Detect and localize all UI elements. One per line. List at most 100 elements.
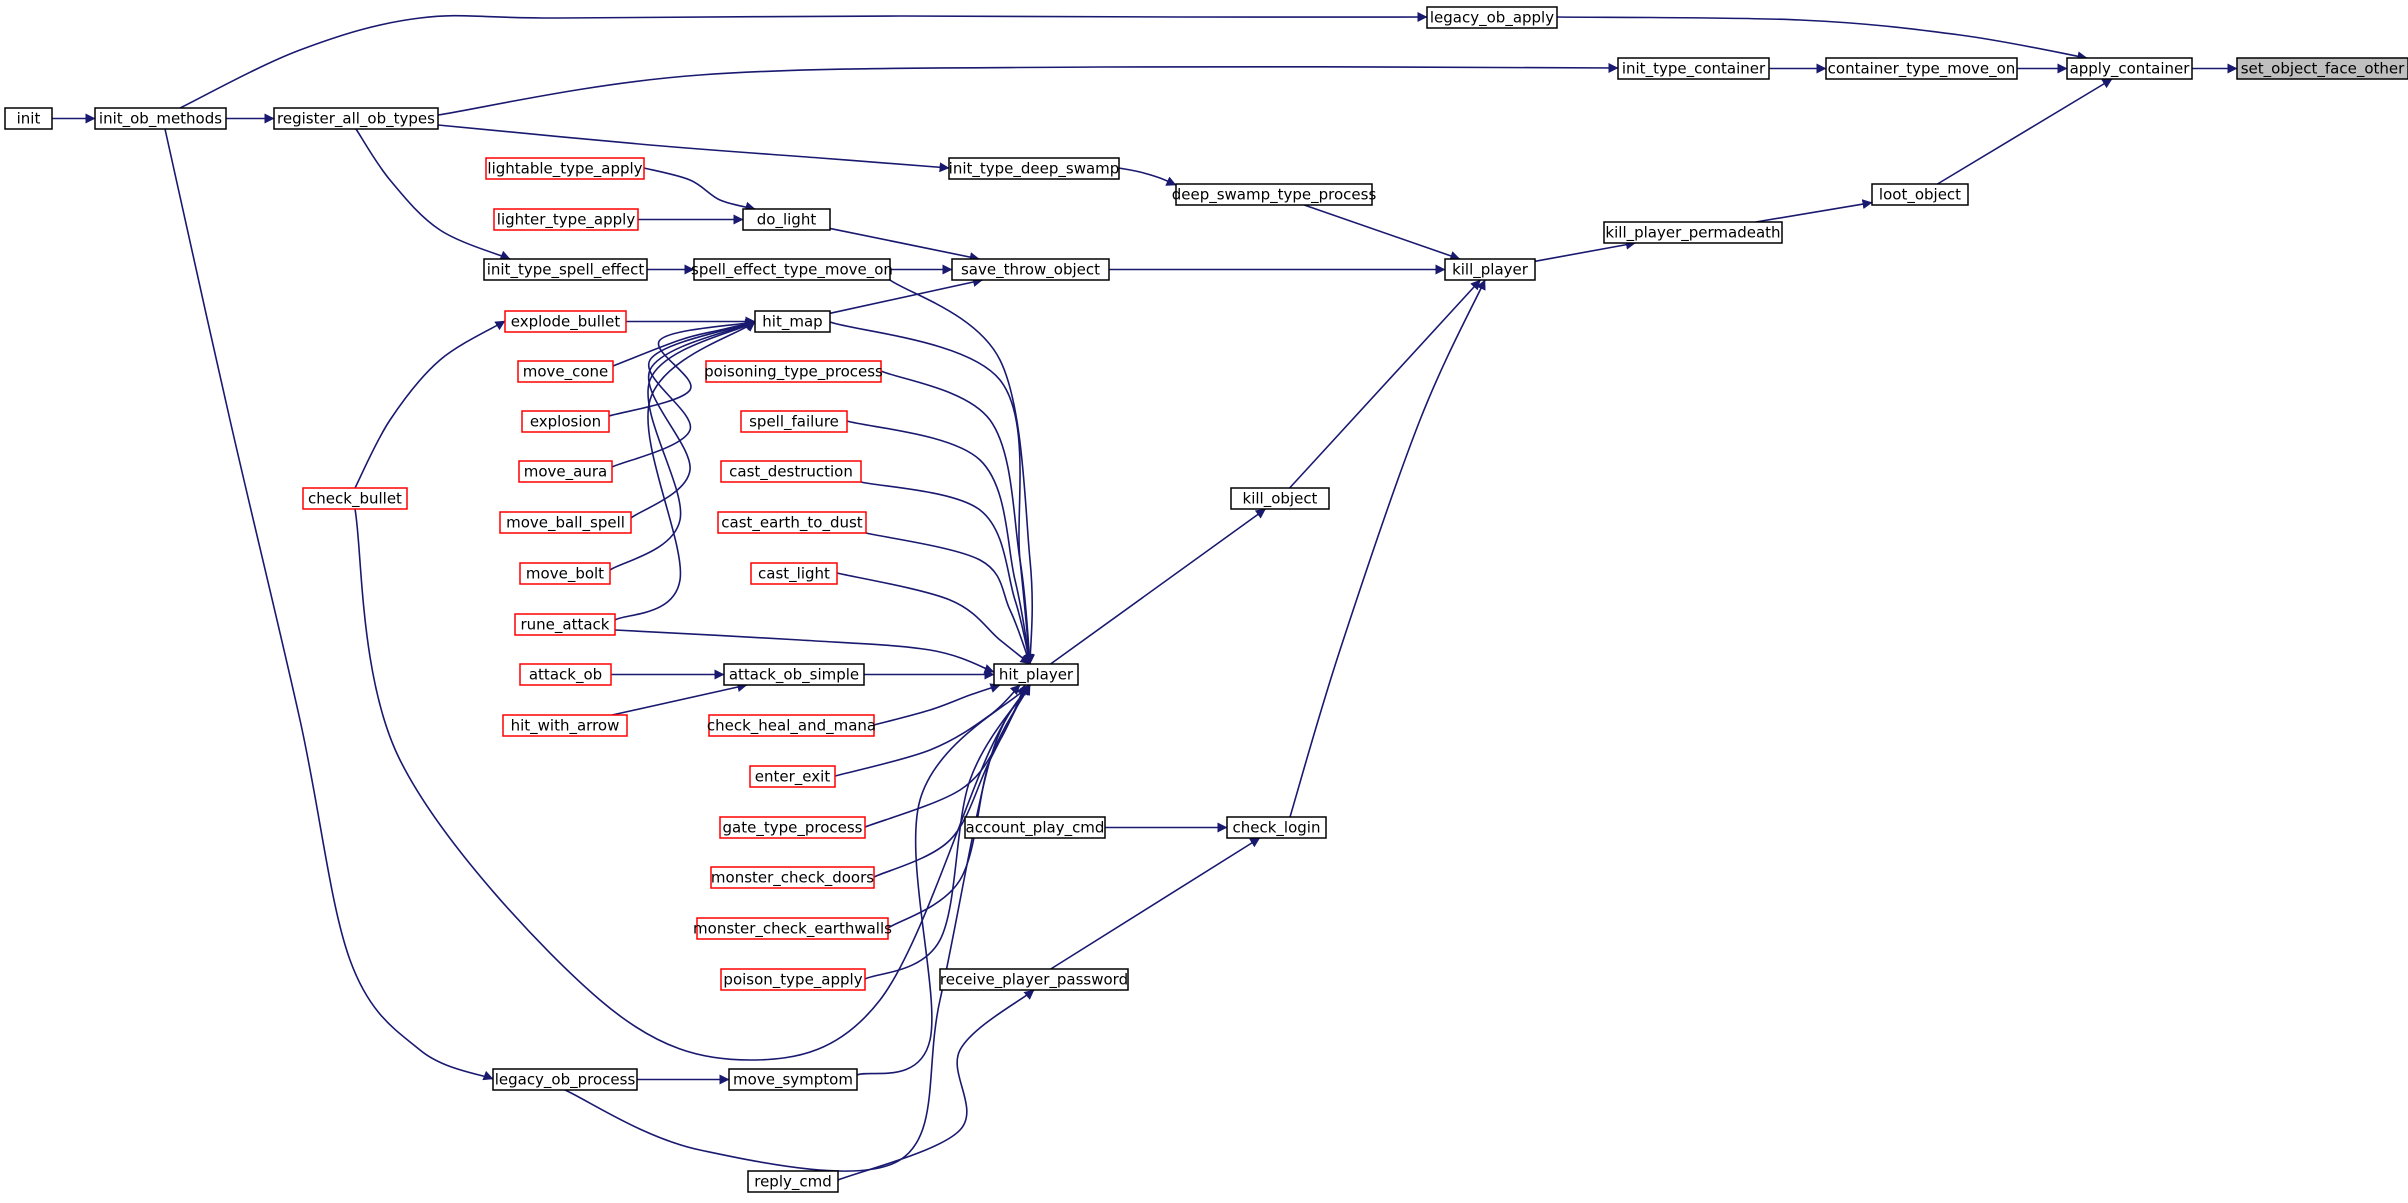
node-lightable-type-apply[interactable]: lightable_type_apply <box>485 157 645 180</box>
node-box[interactable] <box>519 562 611 585</box>
node-box[interactable] <box>939 968 1129 991</box>
node-gate-type-process[interactable]: gate_type_process <box>719 816 866 839</box>
node-hit-player[interactable]: hit_player <box>993 663 1079 686</box>
node-init-type-spell-effect[interactable]: init_type_spell_effect <box>483 258 648 281</box>
node-init-type-container[interactable]: init_type_container <box>1617 57 1770 80</box>
node-box[interactable] <box>273 107 439 130</box>
node-monster-check-doors[interactable]: monster_check_doors <box>710 866 875 889</box>
node-box[interactable] <box>1617 57 1770 80</box>
node-box[interactable] <box>993 663 1079 686</box>
node-box[interactable] <box>519 663 612 686</box>
node-box[interactable] <box>740 410 848 433</box>
node-box[interactable] <box>502 714 628 737</box>
node-box[interactable] <box>1603 221 1783 244</box>
node-box[interactable] <box>747 1170 839 1193</box>
node-explode-bullet[interactable]: explode_bullet <box>504 310 627 333</box>
node-box[interactable] <box>696 917 889 940</box>
node-move-aura[interactable]: move_aura <box>518 460 613 483</box>
node-box[interactable] <box>693 258 891 281</box>
node-apply-container[interactable]: apply_container <box>2066 57 2193 80</box>
node-init-ob-methods[interactable]: init_ob_methods <box>94 107 227 130</box>
node-box[interactable] <box>483 258 648 281</box>
node-save-throw-object[interactable]: save_throw_object <box>951 258 1110 281</box>
node-loot-object[interactable]: loot_object <box>1871 183 1969 206</box>
node-box[interactable] <box>719 816 866 839</box>
node-box[interactable] <box>1226 816 1327 839</box>
node-spell-effect-type-move-on[interactable]: spell_effect_type_move_on <box>691 258 893 281</box>
node-cast-earth-to-dust[interactable]: cast_earth_to_dust <box>717 511 867 534</box>
node-spell-failure[interactable]: spell_failure <box>740 410 848 433</box>
node-move-cone[interactable]: move_cone <box>517 360 614 383</box>
node-box[interactable] <box>717 511 867 534</box>
node-attack-ob-simple[interactable]: attack_ob_simple <box>723 663 865 686</box>
node-check-login[interactable]: check_login <box>1226 816 1327 839</box>
node-box[interactable] <box>964 816 1106 839</box>
node-box[interactable] <box>749 765 836 788</box>
node-box[interactable] <box>514 613 616 636</box>
node-box[interactable] <box>492 1068 638 1091</box>
node-hit-map[interactable]: hit_map <box>754 310 831 333</box>
node-kill-object[interactable]: kill_object <box>1230 487 1330 510</box>
node-box[interactable] <box>1426 6 1558 29</box>
node-init-type-deep-swamp[interactable]: init_type_deep_swamp <box>948 157 1120 180</box>
node-box[interactable] <box>485 157 645 180</box>
node-box[interactable] <box>504 310 627 333</box>
node-do-light[interactable]: do_light <box>742 208 831 231</box>
node-move-symptom[interactable]: move_symptom <box>728 1068 858 1091</box>
node-cast-light[interactable]: cast_light <box>750 562 838 585</box>
node-box[interactable] <box>708 714 875 737</box>
node-box[interactable] <box>1175 183 1373 206</box>
node-box[interactable] <box>518 460 613 483</box>
node-box[interactable] <box>2066 57 2193 80</box>
node-move-ball-spell[interactable]: move_ball_spell <box>499 511 632 534</box>
node-box[interactable] <box>521 410 610 433</box>
node-box[interactable] <box>499 511 632 534</box>
node-box[interactable] <box>710 866 875 889</box>
node-reply-cmd[interactable]: reply_cmd <box>747 1170 839 1193</box>
node-container-type-move-on[interactable]: container_type_move_on <box>1825 57 2018 80</box>
node-lighter-type-apply[interactable]: lighter_type_apply <box>493 208 639 231</box>
node-box[interactable] <box>951 258 1110 281</box>
node-kill-player-permadeath[interactable]: kill_player_permadeath <box>1603 221 1783 244</box>
node-deep-swamp-type-process[interactable]: deep_swamp_type_process <box>1172 183 1377 206</box>
node-box[interactable] <box>720 460 862 483</box>
node-check-heal-and-mana[interactable]: check_heal_and_mana <box>707 714 876 737</box>
node-poison-type-apply[interactable]: poison_type_apply <box>720 968 866 991</box>
node-box[interactable] <box>705 360 882 383</box>
node-legacy-ob-apply[interactable]: legacy_ob_apply <box>1426 6 1558 29</box>
node-account-play-cmd[interactable]: account_play_cmd <box>964 816 1106 839</box>
node-monster-check-earthwalls[interactable]: monster_check_earthwalls <box>693 917 892 940</box>
node-register-all-ob-types[interactable]: register_all_ob_types <box>273 107 439 130</box>
node-enter-exit[interactable]: enter_exit <box>749 765 836 788</box>
node-box[interactable] <box>723 663 865 686</box>
node-box[interactable] <box>94 107 227 130</box>
node-receive-player-password[interactable]: receive_player_password <box>939 968 1129 991</box>
node-cast-destruction[interactable]: cast_destruction <box>720 460 862 483</box>
node-rune-attack[interactable]: rune_attack <box>514 613 616 636</box>
node-box[interactable] <box>728 1068 858 1091</box>
node-hit-with-arrow[interactable]: hit_with_arrow <box>502 714 628 737</box>
node-box[interactable] <box>2236 57 2408 80</box>
node-check-bullet[interactable]: check_bullet <box>302 487 408 510</box>
node-box[interactable] <box>493 208 639 231</box>
node-set-object-face-other[interactable]: set_object_face_other <box>2236 57 2408 80</box>
node-move-bolt[interactable]: move_bolt <box>519 562 611 585</box>
node-box[interactable] <box>720 968 866 991</box>
node-init[interactable]: init <box>4 107 53 130</box>
node-box[interactable] <box>1825 57 2018 80</box>
node-kill-player[interactable]: kill_player <box>1444 258 1536 281</box>
node-box[interactable] <box>302 487 408 510</box>
node-box[interactable] <box>948 157 1120 180</box>
node-box[interactable] <box>750 562 838 585</box>
node-box[interactable] <box>1230 487 1330 510</box>
node-box[interactable] <box>517 360 614 383</box>
node-poisoning-type-process[interactable]: poisoning_type_process <box>704 360 883 383</box>
node-box[interactable] <box>742 208 831 231</box>
node-box[interactable] <box>754 310 831 333</box>
node-explosion[interactable]: explosion <box>521 410 610 433</box>
node-box[interactable] <box>1444 258 1536 281</box>
node-attack-ob[interactable]: attack_ob <box>519 663 612 686</box>
node-box[interactable] <box>1871 183 1969 206</box>
node-legacy-ob-process[interactable]: legacy_ob_process <box>492 1068 638 1091</box>
node-box[interactable] <box>4 107 53 130</box>
